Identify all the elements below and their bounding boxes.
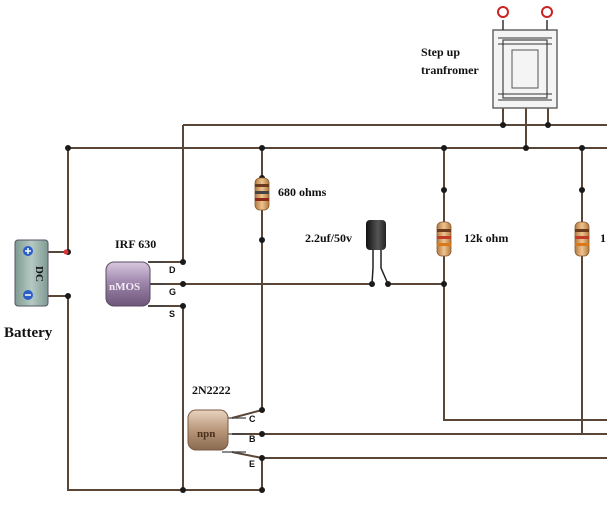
resistor-band xyxy=(437,229,451,232)
transformer-terminal-1[interactable] xyxy=(497,6,509,18)
junction-dot xyxy=(259,487,265,493)
resistor-680[interactable] xyxy=(254,177,270,211)
resistor-12k-label: 12k ohm xyxy=(464,231,508,245)
junction-dot xyxy=(65,145,71,151)
mosfet-pins xyxy=(148,261,166,307)
junction-dot xyxy=(180,259,186,265)
mosfet-body-text: nMOS xyxy=(109,281,140,293)
battery-pos-terminal xyxy=(63,249,69,255)
npn-part-label: 2N2222 xyxy=(192,383,231,397)
junction-dot xyxy=(259,431,265,437)
resistor-band xyxy=(255,184,269,187)
wire-emitter xyxy=(231,451,607,459)
mosfet-pin-s: S xyxy=(169,309,175,319)
resistor-band xyxy=(255,191,269,194)
wire-r12k-bottom xyxy=(443,256,607,421)
junction-dot xyxy=(441,145,447,151)
wire-battery-neg xyxy=(48,295,262,491)
npn-pin-b: B xyxy=(249,434,256,444)
wire-source xyxy=(148,305,184,490)
junction-dot xyxy=(441,187,447,193)
npn-body xyxy=(187,409,229,451)
capacitor[interactable] xyxy=(366,220,389,285)
battery-label: Battery xyxy=(4,325,53,341)
wire-collector xyxy=(231,409,263,419)
mosfet-part-label: IRF 630 xyxy=(115,237,156,251)
capacitor-leads xyxy=(371,250,389,285)
resistor-band xyxy=(255,198,269,201)
junction-dot xyxy=(523,145,529,151)
junctions xyxy=(65,122,585,493)
transformer-core-outer xyxy=(492,29,558,109)
junction-dot xyxy=(259,455,265,461)
mosfet-body xyxy=(105,261,151,307)
mosfet-irf630[interactable] xyxy=(105,261,166,307)
transformer-label-line1: Step up xyxy=(421,45,460,59)
npn-body-text: npn xyxy=(197,428,215,440)
junction-dot xyxy=(545,122,551,128)
plus-icon xyxy=(25,248,31,254)
junction-dot xyxy=(180,303,186,309)
transformer-label-line2: tranfromer xyxy=(421,63,479,77)
battery-dc-text: DC xyxy=(33,266,45,282)
resistor-12k[interactable] xyxy=(436,221,452,257)
resistor-3-label: 1 xyxy=(600,231,606,245)
npn-2n2222[interactable] xyxy=(187,409,246,453)
battery-body xyxy=(14,239,49,307)
junction-dot xyxy=(259,407,265,413)
resistor-band xyxy=(437,243,451,246)
transformer-window xyxy=(511,49,539,89)
resistor-band xyxy=(575,243,589,246)
transformer-windings xyxy=(498,37,552,101)
mosfet-pin-d: D xyxy=(169,265,176,275)
step-up-transformer[interactable] xyxy=(492,6,558,109)
npn-pin-c: C xyxy=(249,414,256,424)
resistor-band xyxy=(575,236,589,239)
mosfet-pin-g: G xyxy=(169,287,176,297)
junction-dot xyxy=(180,281,186,287)
junction-dot xyxy=(259,145,265,151)
junction-dot xyxy=(500,122,506,128)
junction-dot xyxy=(441,281,447,287)
resistor-band xyxy=(575,229,589,232)
junction-dot xyxy=(180,487,186,493)
transformer-terminal-2[interactable] xyxy=(541,6,553,18)
capacitor-body xyxy=(366,220,386,250)
npn-pin-e: E xyxy=(249,459,255,469)
resistor-3[interactable] xyxy=(574,221,590,257)
resistor-680-label: 680 ohms xyxy=(278,185,327,199)
junction-dot xyxy=(579,187,585,193)
battery[interactable] xyxy=(14,239,69,307)
transformer-core-inner xyxy=(502,39,548,99)
junction-dot xyxy=(65,293,71,299)
junction-dot xyxy=(259,237,265,243)
junction-dot xyxy=(579,145,585,151)
resistor-band xyxy=(437,236,451,239)
capacitor-label: 2.2uf/50v xyxy=(305,231,352,245)
